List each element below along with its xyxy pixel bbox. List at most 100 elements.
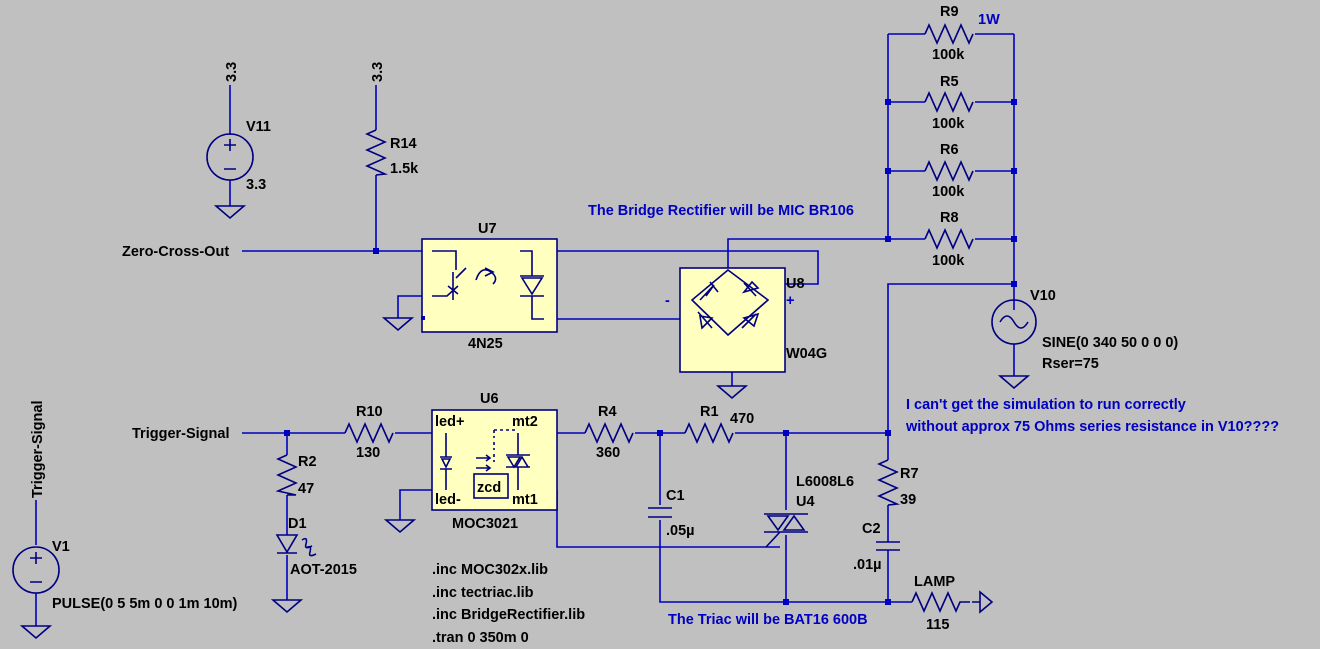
lamp-value-label: 115 <box>926 617 949 633</box>
d1-led <box>275 534 317 557</box>
u6-name-label: U6 <box>480 391 499 407</box>
bridge-ground <box>715 385 749 400</box>
u6-led-plus-label: led+ <box>435 414 464 430</box>
u8-bridge-rectifier <box>679 267 786 373</box>
trigger-node-vertical-label: Trigger-Signal <box>30 401 46 499</box>
lamp-resistor <box>911 591 970 613</box>
u8-plus-label: + <box>786 293 794 309</box>
u6-part-label: MOC3021 <box>452 516 518 532</box>
c1-capacitor <box>648 507 672 518</box>
r2-name-label: R2 <box>298 454 317 470</box>
r2-resistor <box>275 454 298 496</box>
u4-name-label: U4 <box>796 494 815 510</box>
v1-name-label: V1 <box>52 539 70 555</box>
directive-1: .inc MOC302x.lib <box>432 562 548 578</box>
v11-source <box>206 133 254 181</box>
u7-part-label: 4N25 <box>468 336 503 352</box>
lamp-arrow <box>972 590 994 614</box>
r1-resistor <box>684 422 734 444</box>
r5-resistor <box>924 91 974 113</box>
r8-value-label: 100k <box>932 253 965 269</box>
u4-part-label: L6008L6 <box>796 474 854 490</box>
d1-part-label: AOT-2015 <box>290 562 357 578</box>
u7-to-bridge-plus-wire <box>557 250 819 285</box>
u6-optotriac <box>431 409 558 511</box>
junctions <box>284 99 1017 605</box>
u7-emitter-ground-wire <box>397 295 422 318</box>
r1-value-label: 470 <box>730 411 754 427</box>
triac-note: The Triac will be BAT16 600B <box>668 612 868 628</box>
r4-value-label: 360 <box>596 445 620 461</box>
u6-led-minus-label: led- <box>435 492 461 508</box>
directive-4: .tran 0 350m 0 <box>432 630 529 646</box>
r6-resistor <box>924 160 974 182</box>
c2-capacitor <box>876 541 900 551</box>
v10-ground <box>997 375 1031 390</box>
r14-resistor <box>365 129 389 176</box>
v10-rser-label: Rser=75 <box>1042 356 1099 372</box>
v10-source <box>991 299 1037 345</box>
r10-value-label: 130 <box>356 445 380 461</box>
u6-ground <box>383 519 417 534</box>
u6-mt2-label: mt2 <box>512 414 538 430</box>
lamp-name-label: LAMP <box>914 574 955 590</box>
c1-name-label: C1 <box>666 488 685 504</box>
r9-value-label: 100k <box>932 47 965 63</box>
u6-zcd-label: zcd <box>477 480 501 496</box>
u8-minus-label: - <box>665 293 670 309</box>
v10-return-wire <box>887 283 1014 433</box>
u6-led-ground-wire <box>399 489 432 520</box>
u7-name-label: U7 <box>478 221 497 237</box>
v10-value-label: SINE(0 340 50 0 0 0) <box>1042 335 1178 351</box>
c2-value-label: .01µ <box>853 557 882 573</box>
r14-node-label: 3.3 <box>370 62 386 82</box>
sim-note-line1: I can't get the simulation to run correc… <box>906 397 1186 413</box>
v11-value-label: 3.3 <box>246 177 266 193</box>
directive-3: .inc BridgeRectifier.lib <box>432 607 585 623</box>
bridge-note: The Bridge Rectifier will be MIC BR106 <box>588 203 854 219</box>
v1-ground <box>19 625 53 640</box>
d1-ground <box>270 599 304 614</box>
u8-name-label: U8 <box>786 276 805 292</box>
c1-value-label: .05µ <box>666 523 695 539</box>
r4-name-label: R4 <box>598 404 617 420</box>
u7-optocoupler <box>421 238 558 333</box>
c1-wire <box>659 433 912 603</box>
r7-value-label: 39 <box>900 492 916 508</box>
r9-power-label: 1W <box>978 12 1000 28</box>
r10-name-label: R10 <box>356 404 383 420</box>
r14-name-label: R14 <box>390 136 417 152</box>
v11-name-label: V11 <box>246 119 271 135</box>
u4-triac <box>764 513 808 548</box>
r9-resistor <box>924 23 974 45</box>
r9-name-label: R9 <box>940 4 959 20</box>
r6-value-label: 100k <box>932 184 965 200</box>
r8-name-label: R8 <box>940 210 959 226</box>
r2-value-label: 47 <box>298 481 314 497</box>
r4-resistor <box>584 422 634 444</box>
d1-name-label: D1 <box>288 516 307 532</box>
trigger-node-label: Trigger-Signal <box>132 426 230 442</box>
r7-name-label: R7 <box>900 466 919 482</box>
r6-name-label: R6 <box>940 142 959 158</box>
directive-2: .inc tectriac.lib <box>432 585 534 601</box>
zero-cross-label: Zero-Cross-Out <box>122 244 229 260</box>
r14-value-label: 1.5k <box>390 161 419 177</box>
v1-source <box>12 546 60 594</box>
wires <box>35 33 1015 626</box>
bridge-top-wire <box>727 238 888 270</box>
sim-note-line2: without approx 75 Ohms series resistance… <box>905 419 1279 435</box>
c2-name-label: C2 <box>862 521 881 537</box>
v11-node-label: 3.3 <box>224 62 240 82</box>
r1-name-label: R1 <box>700 404 719 420</box>
u6-mt1-label: mt1 <box>512 492 538 508</box>
u8-part-label: W04G <box>786 346 827 362</box>
u7-ground <box>381 317 415 332</box>
v1-value-label: PULSE(0 5 5m 0 0 1m 10m) <box>52 596 238 612</box>
r8-resistor <box>924 228 974 250</box>
r10-resistor <box>344 422 394 444</box>
v10-name-label: V10 <box>1030 288 1056 304</box>
v11-ground <box>213 205 247 220</box>
